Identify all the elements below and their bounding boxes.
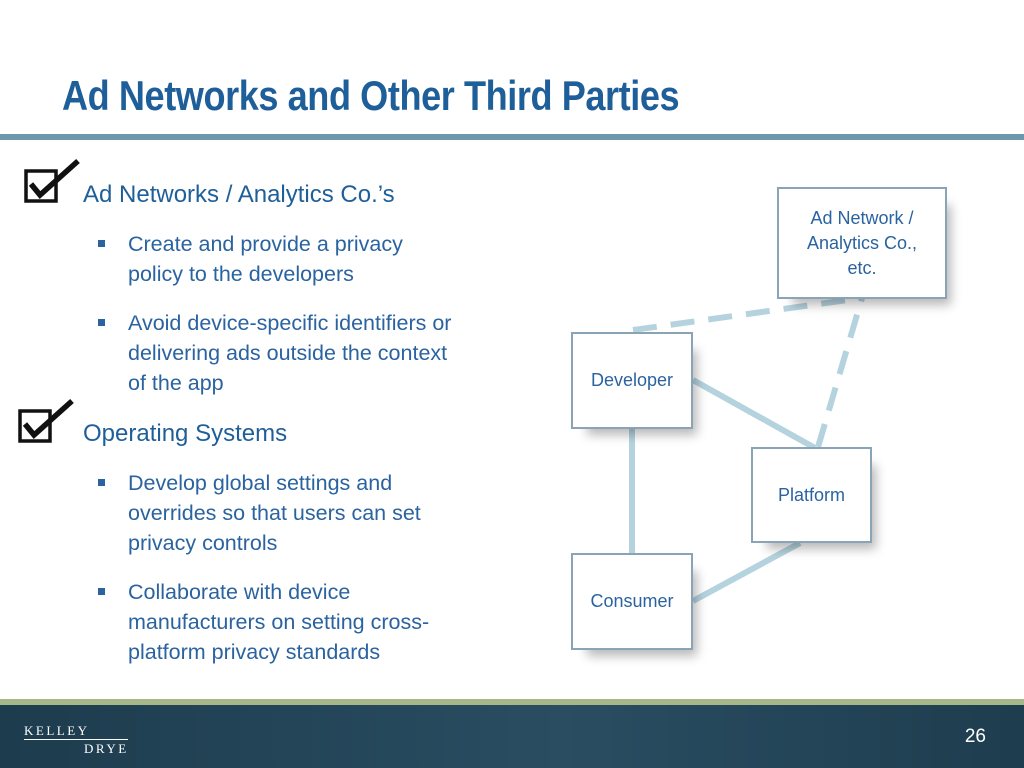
square-bullet-icon [98, 240, 105, 247]
footer-bar: KELLEY DRYE 26 [0, 705, 1024, 768]
list-item: Create and provide a privacy policy to t… [98, 229, 528, 289]
connector-developer-platform [691, 377, 817, 451]
connector-consumer-platform [691, 540, 802, 604]
node-platform: Platform [751, 447, 872, 543]
checkbox-checked-icon [18, 398, 74, 443]
square-bullet-icon [98, 319, 105, 326]
node-developer: Developer [571, 332, 693, 429]
list-item: Develop global settings and overrides so… [98, 468, 528, 558]
bullet-text: Develop global settings and overrides so… [128, 471, 421, 555]
kelley-drye-logo: KELLEY DRYE [24, 723, 136, 759]
logo-divider [24, 739, 128, 740]
checkbox-checked-icon [24, 158, 80, 203]
list-item: Collaborate with device manufacturers on… [98, 577, 528, 667]
node-ad-network: Ad Network / Analytics Co., etc. [777, 187, 947, 299]
connector-developer-adnet [632, 295, 863, 333]
page-number: 26 [964, 726, 986, 747]
section-heading-ad-networks: Ad Networks / Analytics Co.’s [83, 181, 395, 208]
square-bullet-icon [98, 479, 105, 486]
title-divider [0, 134, 1024, 140]
bullet-text: Create and provide a privacy policy to t… [128, 232, 403, 286]
connector-platform-adnet [815, 297, 865, 448]
logo-text-bottom: DRYE [84, 741, 129, 756]
logo-text-top: KELLEY [24, 723, 90, 738]
section-heading-operating-systems: Operating Systems [83, 420, 288, 447]
footer-accent-line [0, 699, 1024, 705]
list-item: Avoid device-specific identifiers or del… [98, 308, 528, 398]
slide-title: Ad Networks and Other Third Parties [62, 72, 680, 119]
bullet-text: Collaborate with device manufacturers on… [128, 580, 430, 664]
square-bullet-icon [98, 588, 105, 595]
node-consumer: Consumer [571, 553, 693, 650]
bullet-text: Avoid device-specific identifiers or del… [128, 311, 452, 395]
